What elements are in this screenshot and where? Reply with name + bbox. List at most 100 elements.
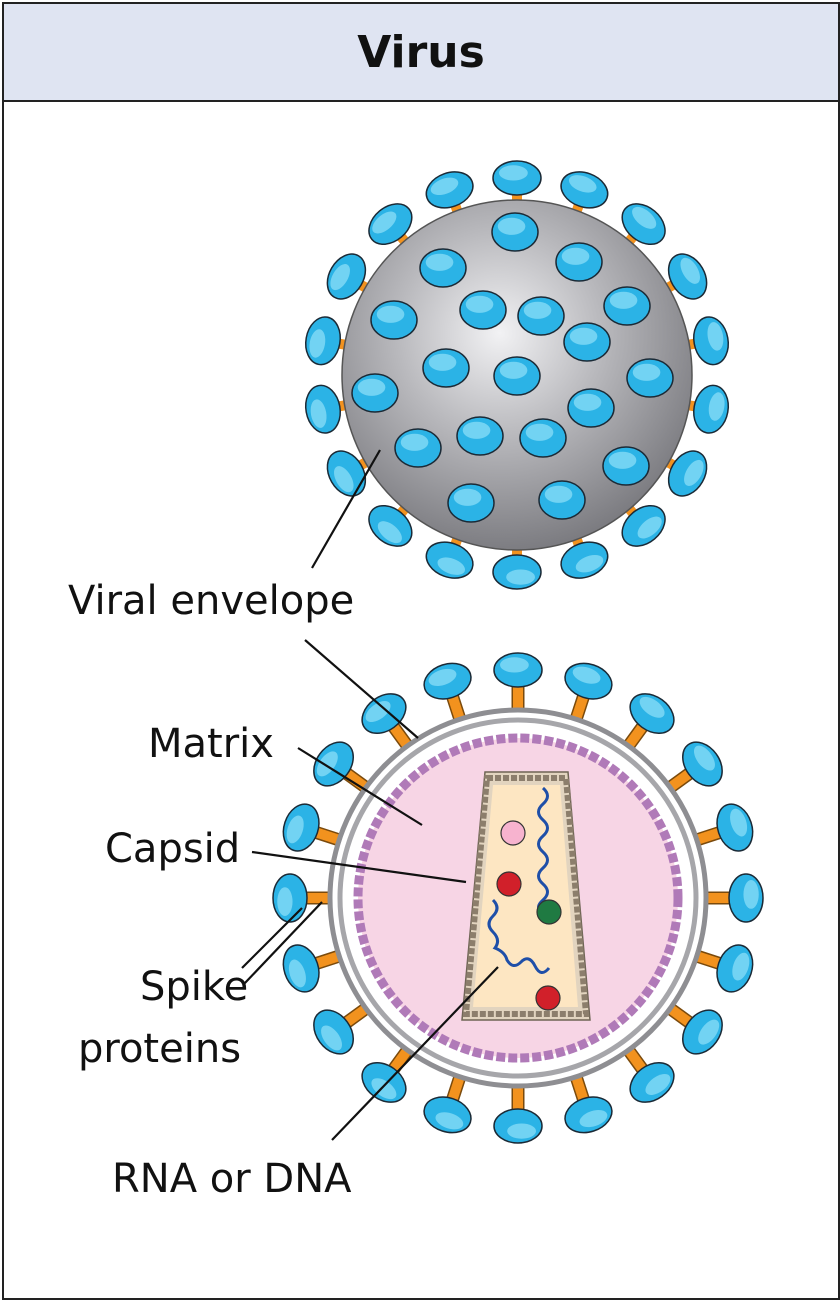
leader-envelope-bottom <box>304 639 419 739</box>
leader-genome <box>331 966 499 1141</box>
surface-spike-head <box>567 388 615 428</box>
capsid-subunits <box>462 775 590 1017</box>
spike-head-highlight <box>316 751 338 777</box>
spike-head-highlight <box>572 666 601 684</box>
spike-head <box>629 693 675 734</box>
spike-head-highlight <box>743 880 759 909</box>
surface-spike-head <box>519 418 567 458</box>
surface-spike-head <box>459 290 507 330</box>
spike-head-highlight <box>680 257 701 284</box>
surface-spike-head <box>422 348 470 388</box>
spike-head-highlight <box>286 815 304 844</box>
whole-virion <box>304 160 730 590</box>
spike-head <box>564 1096 613 1134</box>
label-spike-line1: Spike <box>140 964 248 1010</box>
spike-head-highlight <box>707 322 724 351</box>
surface-spike-head <box>493 356 541 396</box>
spike-head-highlight <box>357 378 386 396</box>
leader-envelope-top <box>311 449 381 569</box>
spike-head-highlight <box>579 1110 608 1128</box>
spike-head <box>492 554 542 590</box>
spike-head <box>326 253 367 300</box>
protein-particle-red-2 <box>535 985 561 1011</box>
surface-spike-head <box>419 248 467 288</box>
label-spike-line2: proteins <box>78 1026 241 1072</box>
spike-head-highlight <box>321 1025 343 1051</box>
leader-spike-head <box>241 907 303 969</box>
spike-head <box>560 541 609 579</box>
label-rna-dna: RNA or DNA <box>112 1156 352 1202</box>
label-matrix: Matrix <box>148 721 274 767</box>
spike-head-highlight <box>693 745 715 771</box>
surface-spike-head <box>394 428 442 468</box>
spike-head-highlight <box>309 329 326 358</box>
spike-head <box>492 160 542 196</box>
outer-spike-heads <box>304 160 730 590</box>
spike-head-highlight <box>561 247 590 265</box>
leader-capsid <box>251 850 467 884</box>
spike-head-highlight <box>365 701 391 723</box>
surface-spike-head <box>626 358 674 398</box>
title-bar: Virus <box>4 4 838 102</box>
surface-spike-head <box>447 483 495 523</box>
spike-head-highlight <box>637 516 662 539</box>
spike-head-highlight <box>277 887 293 916</box>
surface-spike-head <box>563 322 611 362</box>
spike-head-highlight <box>632 363 661 381</box>
spike-head <box>425 171 474 209</box>
surface-spike-head <box>351 373 399 413</box>
spike-head <box>368 203 413 246</box>
spike-head <box>304 316 341 366</box>
spike-head-highlight <box>698 1019 720 1045</box>
virion-cross-section <box>272 652 764 1144</box>
spike-head <box>667 450 708 497</box>
surface-spike-head <box>456 416 504 456</box>
spike-head-highlight <box>732 952 750 981</box>
spike-head-highlight <box>507 1123 536 1139</box>
spike-head <box>682 741 723 787</box>
spike-head-highlight <box>632 206 657 229</box>
spike-head-highlight <box>330 264 350 291</box>
spike-head <box>693 384 730 434</box>
spike-head <box>272 873 308 923</box>
spike-head <box>368 504 413 547</box>
label-viral-envelope: Viral envelope <box>68 578 354 624</box>
spike-head <box>493 652 543 688</box>
spike-head <box>282 944 320 993</box>
genome-strand-upper <box>537 786 549 914</box>
spike-head <box>493 1108 543 1144</box>
protein-particle-green <box>536 899 562 925</box>
spike-head <box>560 171 609 209</box>
spike-head <box>304 384 341 434</box>
spike-head-highlight <box>499 361 528 379</box>
spike-head-highlight <box>288 959 306 988</box>
spike-head-highlight <box>435 1112 464 1130</box>
spike-head <box>716 944 754 993</box>
spike-head <box>282 803 320 852</box>
spike-head <box>629 1062 675 1103</box>
spike-head <box>423 1096 472 1134</box>
protein-particle-red <box>496 871 522 897</box>
genome-strand-lower <box>487 898 551 974</box>
spike-head-highlight <box>428 668 457 686</box>
spike-head <box>423 662 472 700</box>
protein-particle-pink <box>500 820 526 846</box>
spike-head-highlight <box>430 177 459 196</box>
surface-spike-head <box>370 300 418 340</box>
spike-head-highlight <box>500 657 529 673</box>
spike-head-highlight <box>425 253 454 271</box>
spike-head-highlight <box>499 165 528 181</box>
spike-head <box>621 504 666 547</box>
spike-head-highlight <box>497 217 526 235</box>
spike-head-highlight <box>372 211 397 234</box>
spike-head-highlight <box>437 557 466 575</box>
spike-head-highlight <box>568 175 597 193</box>
spike-head <box>425 541 474 579</box>
spike-head-highlight <box>544 485 573 503</box>
leader-spike-stalk <box>243 901 323 985</box>
spike-head-highlight <box>608 451 637 469</box>
spike-head-highlight <box>376 305 405 323</box>
surface-spike-head <box>555 242 603 282</box>
